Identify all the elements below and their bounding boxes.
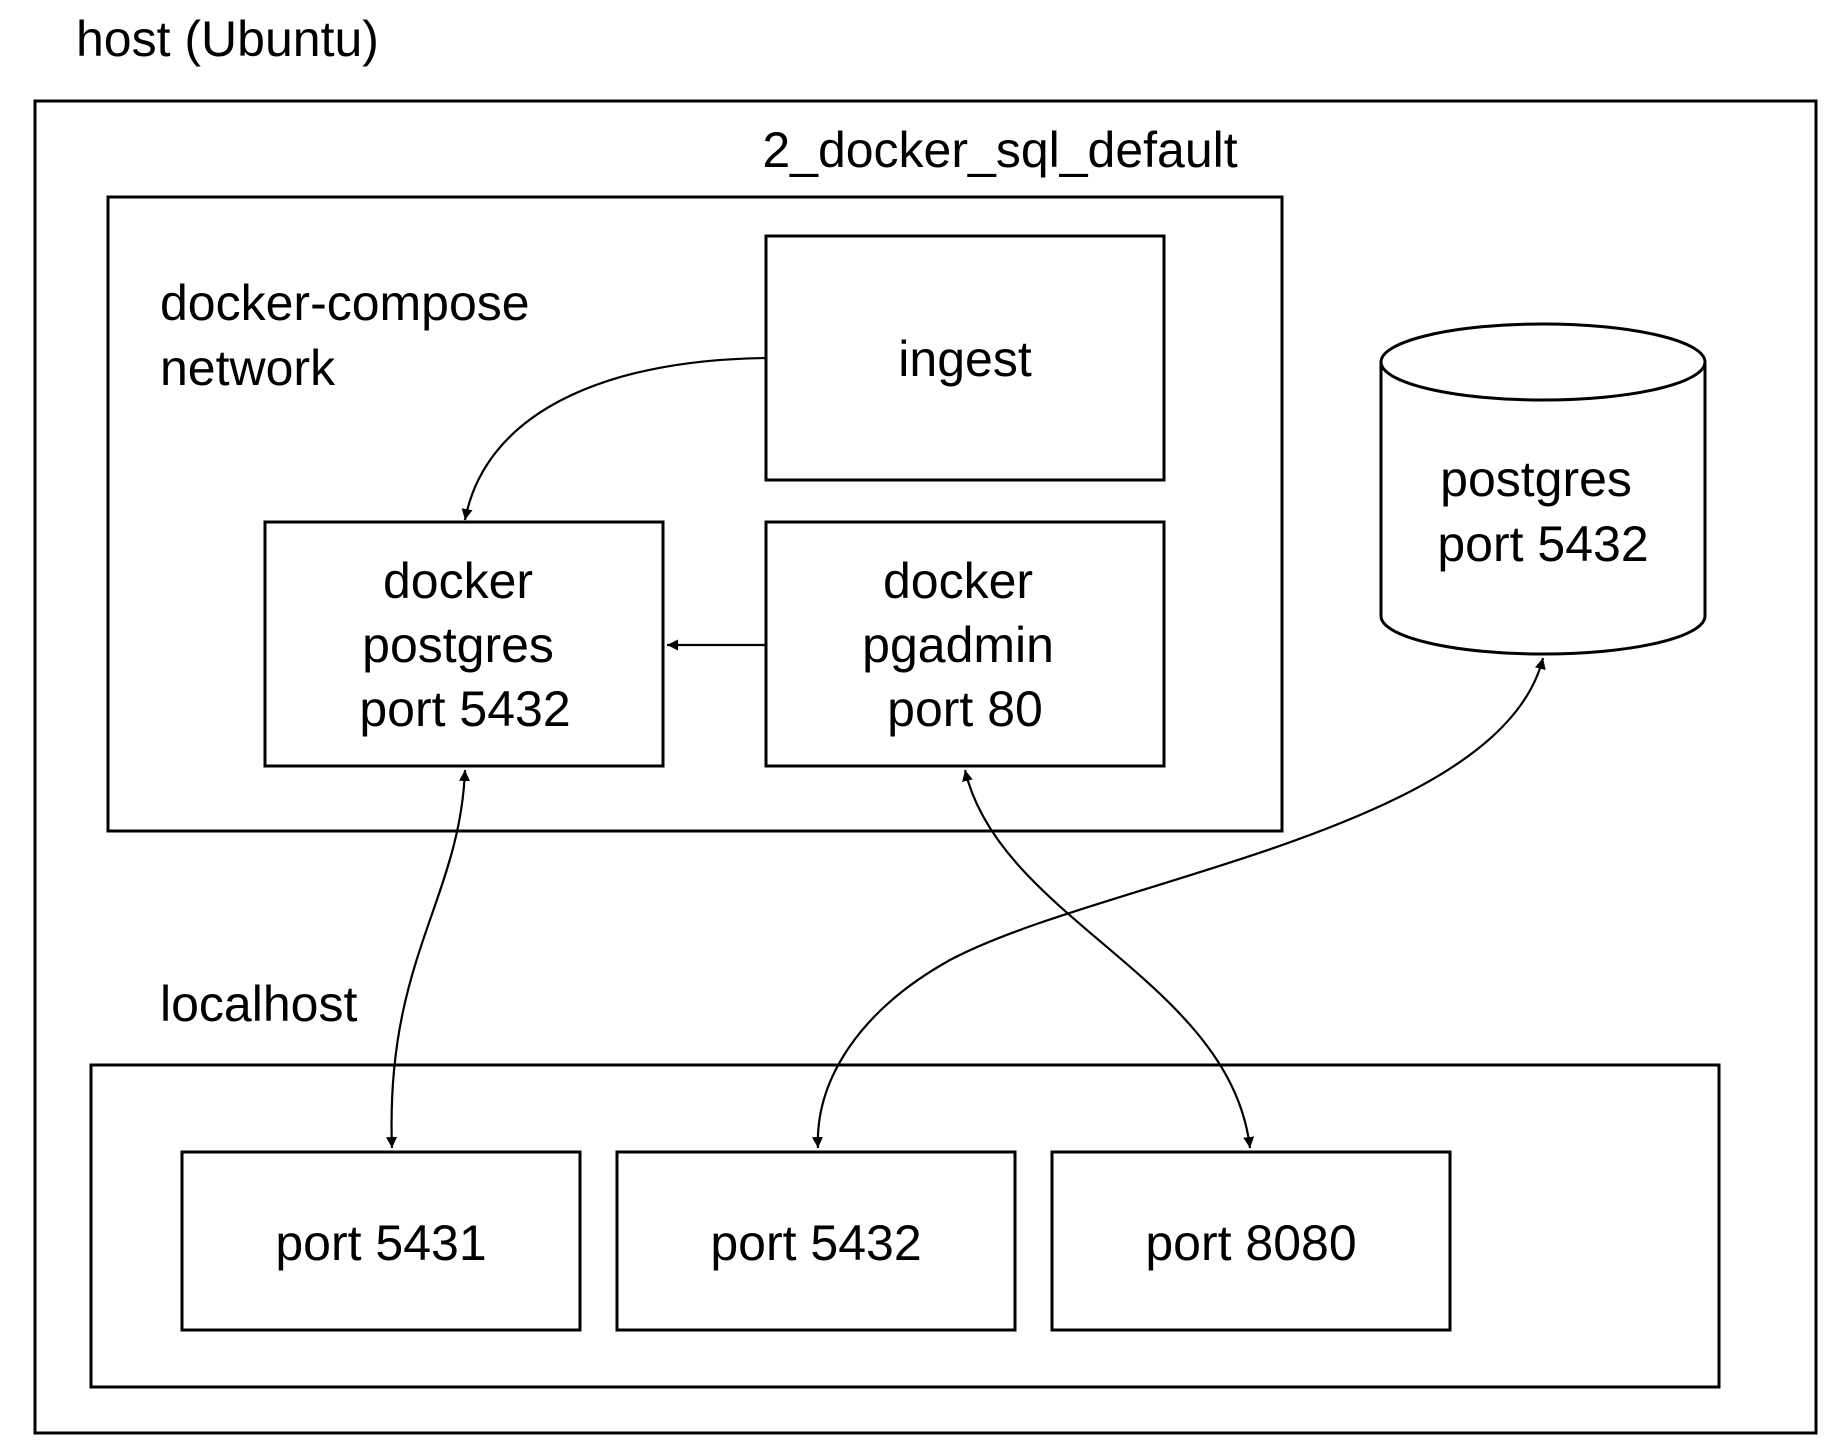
ingest-box: [764, 234, 1166, 482]
port-5432-box: [615, 1150, 1017, 1332]
docker-pgadmin-label-line: pgadmin: [862, 617, 1054, 673]
host-label: host (Ubuntu): [76, 11, 379, 67]
docker-pgadmin-label-line: port 80: [887, 681, 1043, 737]
compose-network-frame: [106, 195, 1284, 833]
docker-postgres-label: docker postgres port 5432: [359, 553, 570, 737]
docker-pgadmin-label-line: docker: [883, 553, 1033, 609]
edge-postgres-port-5431: [386, 769, 471, 1149]
edge-pgadmin-port-8080: [962, 769, 1255, 1149]
docker-postgres-container: docker postgres port 5432: [263, 520, 665, 768]
host-postgres-database: postgres port 5432: [1379, 322, 1707, 656]
host-frame: [33, 99, 1818, 1435]
ingest-container: ingest: [764, 234, 1166, 482]
port-5431-label: port 5431: [275, 1215, 486, 1271]
port-5432-label: port 5432: [710, 1215, 921, 1271]
edge-ingest-to-postgres: [461, 356, 767, 521]
host-postgres-label-line: port 5432: [1437, 516, 1648, 572]
port-8080-box: [1050, 1150, 1452, 1332]
edge-host-postgres-port-5432: [812, 657, 1546, 1149]
network-name: 2_docker_sql_default: [762, 122, 1237, 178]
port-5431: port 5431: [180, 1150, 582, 1332]
host-postgres-label: postgres port 5432: [1437, 451, 1648, 572]
ingest-label: ingest: [898, 331, 1032, 387]
compose-network-label-line: docker-compose: [160, 275, 530, 331]
localhost-label: localhost: [160, 976, 357, 1032]
port-8080: port 8080: [1050, 1150, 1452, 1332]
docker-postgres-label-line: port 5432: [359, 681, 570, 737]
docker-postgres-label-line: docker: [383, 553, 533, 609]
docker-postgres-box: [263, 520, 665, 768]
database-cylinder-top: [1379, 322, 1707, 402]
compose-network-label: docker-compose network: [160, 275, 544, 396]
docker-postgres-label-line: postgres: [362, 617, 554, 673]
port-5432: port 5432: [615, 1150, 1017, 1332]
port-5431-box: [180, 1150, 582, 1332]
compose-network-label-line: network: [160, 340, 336, 396]
database-cylinder-body: [1379, 362, 1707, 656]
docker-pgadmin-label: docker pgadmin port 80: [862, 553, 1068, 737]
docker-pgadmin-container: docker pgadmin port 80: [764, 520, 1166, 768]
port-8080-label: port 8080: [1145, 1215, 1356, 1271]
host-postgres-label-line: postgres: [1440, 451, 1632, 507]
